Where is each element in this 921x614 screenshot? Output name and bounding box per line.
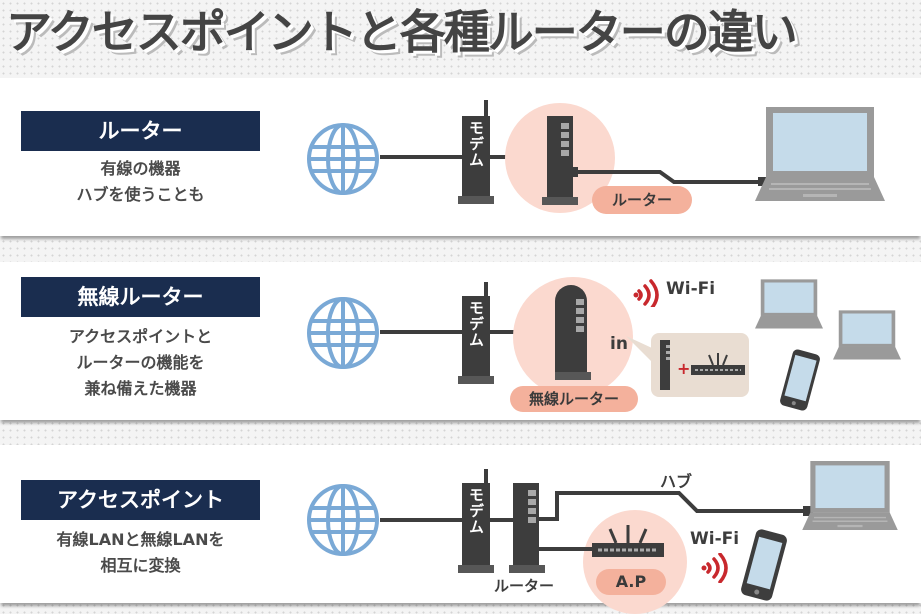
router-led — [666, 351, 670, 354]
wifi-label: Wi-Fi — [666, 279, 716, 299]
description-line: ハブを使うことも — [76, 185, 205, 204]
router-label: ルーター — [494, 577, 555, 595]
globe-icon — [307, 484, 379, 556]
device-label-pill: ルーター — [592, 186, 692, 214]
hub-label: ハブ — [660, 472, 693, 491]
router-led — [666, 345, 670, 348]
modem-antenna — [484, 282, 488, 302]
modem-device: モデム — [462, 483, 490, 571]
wifi-label: Wi-Fi — [690, 529, 740, 549]
modem-antenna — [484, 469, 488, 489]
router-led — [528, 508, 536, 514]
smartphone-icon — [780, 349, 820, 411]
modem-label: モデム — [467, 487, 485, 535]
laptop-icon — [802, 461, 898, 531]
modem-antenna — [484, 100, 488, 120]
section-router: ルーター 有線の機器 ハブを使うことも モデム ルーター — [0, 78, 921, 236]
section-label: アクセスポイント — [21, 480, 260, 520]
modem-device: モデム — [462, 296, 490, 382]
section-label: 無線ルーター — [21, 277, 260, 317]
router-base — [555, 372, 591, 380]
hub-icon — [691, 353, 745, 375]
cable — [539, 547, 594, 551]
section-description: 有線の機器 ハブを使うことも — [21, 156, 260, 208]
section-access-point: アクセスポイント 有線LANと無線LANを 相互に変換 モデム ルーター ハブ — [0, 445, 921, 614]
description-line: 有線の機器 — [100, 159, 181, 178]
router-led — [576, 299, 584, 305]
router-plus-hub-inset: + — [651, 333, 749, 397]
router-device — [513, 483, 539, 571]
laptop-icon — [755, 279, 823, 329]
mini-router-icon — [660, 340, 670, 390]
hub-cable — [539, 491, 813, 521]
router-base — [509, 565, 545, 573]
plus-icon: + — [677, 359, 691, 378]
device-label-pill: A.P — [596, 569, 666, 595]
description-line: 有線LANと無線LANを — [56, 530, 225, 549]
device-label-pill: 無線ルーター — [510, 386, 638, 412]
router-led — [561, 141, 569, 147]
description-line: 相互に変換 — [100, 556, 181, 575]
router-led — [666, 357, 670, 360]
highlight-circle — [583, 510, 687, 614]
wifi-signal-icon — [633, 279, 659, 307]
router-led — [528, 499, 536, 505]
router-led — [561, 123, 569, 129]
callout-pointer — [626, 336, 652, 362]
smartphone-icon — [741, 529, 787, 601]
access-point-icon — [592, 525, 664, 557]
description-line: 兼ね備えた機器 — [84, 379, 197, 398]
router-base — [542, 197, 578, 205]
modem-base — [458, 196, 494, 204]
section-wireless-router: 無線ルーター アクセスポイントと ルーターの機能を 兼ね備えた機器 モデム 無線… — [0, 262, 921, 420]
globe-icon — [307, 297, 379, 369]
router-led — [576, 308, 584, 314]
router-led — [561, 132, 569, 138]
section-description: 有線LANと無線LANを 相互に変換 — [21, 527, 260, 579]
description-line: アクセスポイントと — [68, 327, 213, 346]
wifi-signal-icon — [701, 553, 728, 583]
page-title: アクセスポイントと各種ルーターの違い — [6, 5, 798, 59]
router-led — [528, 517, 536, 523]
description-line: ルーターの機能を — [76, 353, 205, 372]
modem-device: モデム — [462, 116, 490, 204]
modem-base — [458, 565, 494, 573]
laptop-icon — [833, 310, 901, 360]
router-device — [547, 116, 573, 202]
section-description: アクセスポイントと ルーターの機能を 兼ね備えた機器 — [21, 324, 260, 402]
cable — [570, 167, 770, 186]
modem-label: モデム — [467, 300, 485, 348]
in-label: in — [610, 334, 628, 354]
laptop-icon — [755, 107, 885, 201]
router-led — [561, 150, 569, 156]
modem-base — [458, 376, 494, 384]
section-label: ルーター — [21, 111, 260, 151]
router-led — [576, 317, 584, 323]
cable — [380, 518, 520, 522]
router-led — [576, 326, 584, 332]
router-led — [528, 490, 536, 496]
globe-icon — [307, 123, 379, 195]
modem-label: モデム — [467, 120, 485, 168]
